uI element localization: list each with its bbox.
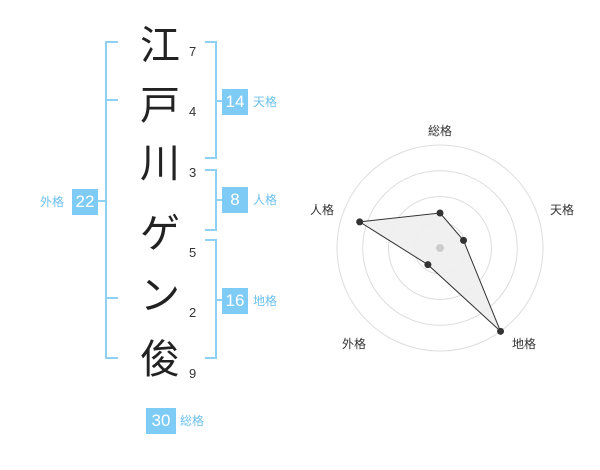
radar-axis-label-jinkaku: 人格 — [310, 203, 335, 217]
radar-polygon — [358, 212, 501, 332]
radar-ring-2 — [388, 196, 492, 300]
name-char-1: 江 — [140, 23, 180, 69]
radar-point-1 — [436, 209, 444, 217]
chikaku-value: 16 — [222, 288, 248, 314]
stroke-count-3: 3 — [189, 165, 197, 180]
stroke-count-4: 5 — [189, 245, 197, 260]
soukaku-label: 総格 — [180, 414, 205, 428]
tenkaku-value: 14 — [222, 89, 248, 115]
name-char-6: 俊 — [140, 337, 180, 383]
jinkaku-label: 人格 — [253, 193, 278, 207]
stroke-count-6: 9 — [189, 366, 197, 381]
radar-axis-label-soukaku: 総格 — [428, 124, 453, 138]
radar-point-3 — [497, 327, 505, 335]
radar-axis-label-tenkaku: 天格 — [550, 203, 575, 217]
radar-ring-3 — [362, 170, 518, 326]
name-char-5: ン — [140, 273, 180, 319]
name-char-3: 川 — [140, 141, 180, 187]
stroke-count-5: 2 — [189, 305, 197, 320]
chikaku-label: 地格 — [253, 294, 278, 308]
radar-point-4 — [424, 261, 432, 269]
name-char-4: ゲ — [140, 211, 180, 257]
radar-point-5 — [356, 218, 364, 226]
tenkaku-label: 天格 — [253, 95, 278, 109]
name-char-2: 戸 — [140, 83, 180, 129]
gaikaku-label: 外格 — [40, 195, 65, 209]
stroke-count-1: 7 — [189, 44, 197, 59]
radar-ring-4 — [336, 144, 544, 352]
radar-axis-label-gaikaku: 外格 — [342, 337, 367, 351]
stroke-count-2: 4 — [189, 104, 197, 119]
radar-axis-label-chikaku: 地格 — [512, 337, 537, 351]
radar-center-dot — [436, 244, 444, 252]
radar-point-2 — [460, 236, 468, 244]
gaikaku-value: 22 — [72, 189, 98, 215]
jinkaku-value: 8 — [222, 187, 248, 213]
radar-points — [356, 209, 505, 335]
soukaku-value: 30 — [146, 408, 176, 434]
